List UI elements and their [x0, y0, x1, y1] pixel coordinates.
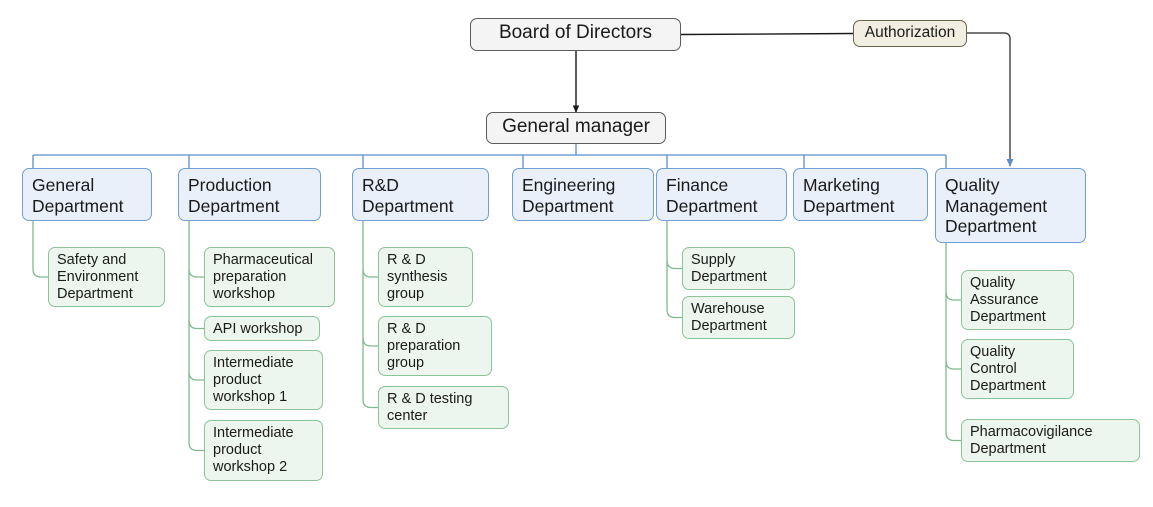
node-department[interactable]: Production Department [178, 168, 321, 221]
node-sub-department[interactable]: R & D preparation group [378, 316, 492, 376]
node-department[interactable]: R&D Department [352, 168, 489, 221]
node-board-of-directors[interactable]: Board of Directors [470, 18, 681, 51]
node-department[interactable]: General Department [22, 168, 152, 221]
node-department[interactable]: Quality Management Department [935, 168, 1086, 243]
edge-spine-to-sub-department [32, 268, 48, 278]
node-sub-department[interactable]: Intermediate product workshop 1 [204, 350, 323, 410]
node-sub-department[interactable]: Supply Department [682, 247, 795, 290]
edge-spine-to-sub-department [188, 371, 204, 381]
edge-board-to-authorization [680, 32, 854, 36]
node-sub-department[interactable]: Quality Assurance Department [961, 270, 1074, 330]
node-authorization[interactable]: Authorization [853, 20, 967, 47]
edge-spine-to-sub-department [188, 320, 204, 330]
node-sub-department[interactable]: R & D synthesis group [378, 247, 473, 307]
edge-authorization-to-quality-management [967, 32, 1014, 167]
node-sub-department[interactable]: Quality Control Department [961, 339, 1074, 399]
node-sub-department[interactable]: R & D testing center [378, 386, 509, 429]
node-department[interactable]: Marketing Department [793, 168, 928, 221]
node-department[interactable]: Finance Department [656, 168, 787, 221]
node-department[interactable]: Engineering Department [512, 168, 654, 221]
edge-spine-to-sub-department [362, 399, 378, 409]
node-sub-department[interactable]: Pharmaceutical preparation workshop [204, 247, 335, 307]
node-sub-department[interactable]: Intermediate product workshop 2 [204, 420, 323, 481]
node-general-manager[interactable]: General manager [486, 112, 666, 144]
edge-spine-to-sub-department [188, 268, 204, 278]
node-sub-department[interactable]: API workshop [204, 316, 320, 341]
edge-spine-to-sub-department [666, 260, 682, 270]
node-sub-department[interactable]: Warehouse Department [682, 296, 795, 339]
edge-spine-to-sub-department [362, 337, 378, 347]
edge-spine-to-sub-department [945, 291, 961, 301]
edge-spine-to-sub-department [945, 432, 961, 442]
edge-spine-to-sub-department [945, 360, 961, 370]
edge-spine-to-sub-department [666, 309, 682, 319]
node-sub-department[interactable]: Pharmacovigilance Department [961, 419, 1140, 462]
node-sub-department[interactable]: Safety and Environment Department [48, 247, 165, 307]
edge-spine-to-sub-department [188, 442, 204, 452]
edge-spine-to-sub-department [362, 268, 378, 278]
